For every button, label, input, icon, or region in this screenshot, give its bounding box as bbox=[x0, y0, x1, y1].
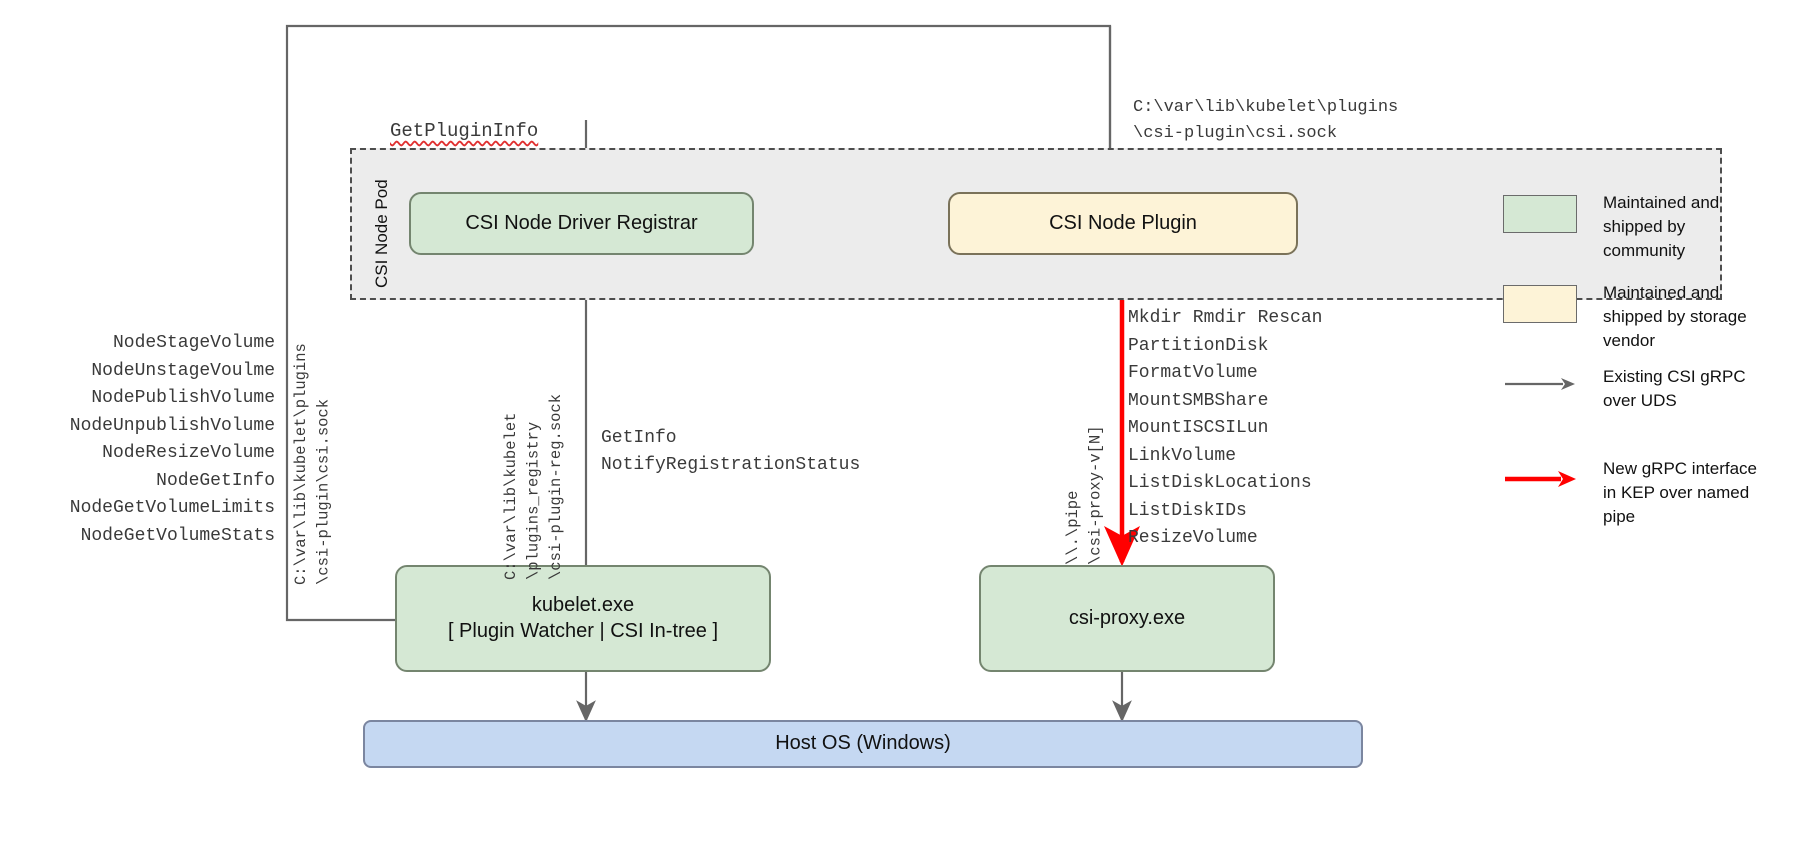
rpc-item: PartitionDisk bbox=[1128, 335, 1269, 356]
edge-get-plugin-info bbox=[285, 24, 1112, 622]
legend-arrow-new-icon bbox=[1505, 471, 1576, 487]
legend: Maintained and shipped by community Main… bbox=[1503, 193, 1803, 635]
rpc-item: ListDiskIDs bbox=[1128, 500, 1247, 521]
rpc-item: NodePublishVolume bbox=[91, 388, 275, 409]
label-registrar-reg-sock-path: C:\var\lib\kubelet \plugins_registry \cs… bbox=[502, 393, 565, 580]
label-named-pipe-path: \\.\pipe \csi-proxy-v[N] bbox=[1064, 425, 1105, 565]
rpc-item: LinkVolume bbox=[1128, 445, 1237, 466]
label-registration-calls: GetInfo NotifyRegistrationStatus bbox=[601, 428, 861, 475]
node-kubelet-exe[interactable]: kubelet.exe [ Plugin Watcher | CSI In-tr… bbox=[395, 565, 771, 672]
rpc-item: NodeGetVolumeLimits bbox=[69, 498, 275, 519]
rpc-item: ListDiskLocations bbox=[1128, 473, 1312, 494]
rpc-item: MountSMBShare bbox=[1128, 390, 1269, 411]
rpc-item: ResizeVolume bbox=[1128, 528, 1258, 549]
rpc-item: NodeStageVolume bbox=[112, 333, 275, 353]
legend-text-new: New gRPC interface in KEP over named pip… bbox=[1603, 459, 1758, 527]
label-kubelet-csi-sock-path: C:\var\lib\kubelet\plugins \csi-plugin\c… bbox=[292, 343, 333, 585]
node-host-os[interactable]: Host OS (Windows) bbox=[363, 720, 1363, 768]
rpc-item: Mkdir Rmdir Rescan bbox=[1128, 308, 1323, 328]
rpc-item: MountISCSILun bbox=[1128, 418, 1269, 439]
legend-arrow-existing-icon bbox=[1505, 378, 1575, 390]
legend-text-vendor: Maintained and shipped by storage vendor bbox=[1603, 283, 1747, 351]
rpc-item: NodeUnpublishVolume bbox=[69, 415, 275, 436]
registrar-label: CSI Node Driver Registrar bbox=[465, 211, 698, 234]
legend-swatch-community bbox=[1503, 195, 1577, 233]
rpc-item: NodeGetVolumeStats bbox=[80, 525, 275, 546]
kubelet-label-secondary: [ Plugin Watcher | CSI In-tree ] bbox=[447, 619, 719, 642]
legend-text-existing: Existing CSI gRPC over UDS bbox=[1603, 367, 1746, 411]
node-csi-node-driver-registrar[interactable]: CSI Node Driver Registrar bbox=[409, 192, 754, 255]
legend-swatch-vendor bbox=[1503, 285, 1577, 323]
node-plugin-label: CSI Node Plugin bbox=[1049, 211, 1197, 234]
rpc-item: NodeResizeVolume bbox=[102, 443, 275, 464]
label-plugin-csi-sock-path: C:\var\lib\kubelet\plugins \csi-plugin\c… bbox=[1133, 98, 1399, 143]
csi-node-pod-label: CSI Node Pod bbox=[372, 179, 391, 288]
node-csi-proxy-exe[interactable]: csi-proxy.exe bbox=[979, 565, 1275, 672]
csi-proxy-label: csi-proxy.exe bbox=[1068, 606, 1186, 629]
node-csi-node-plugin[interactable]: CSI Node Plugin bbox=[948, 192, 1298, 255]
label-get-plugin-info: GetPluginInfo bbox=[390, 120, 539, 142]
legend-text-community: Maintained and shipped by community bbox=[1603, 193, 1720, 261]
host-os-label: Host OS (Windows) bbox=[775, 732, 951, 755]
kubelet-label-primary: kubelet.exe bbox=[531, 593, 635, 616]
rpc-item: NodeGetInfo bbox=[156, 470, 275, 491]
rpc-item: NodeUnstageVoulme bbox=[91, 360, 275, 381]
rpc-item: FormatVolume bbox=[1128, 363, 1258, 384]
